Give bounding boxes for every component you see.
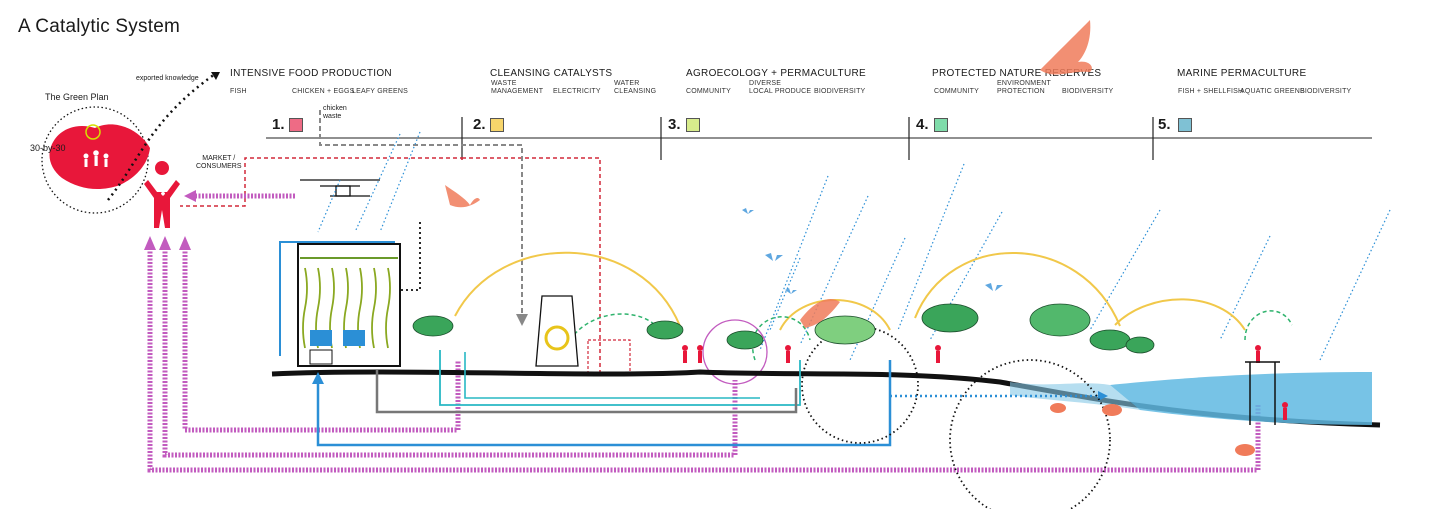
section-title-3: AGROECOLOGY + PERMACULTURE — [686, 68, 866, 79]
arrow-head — [211, 72, 220, 80]
green-plan-label: The Green Plan — [45, 92, 109, 102]
bird-icon — [1040, 20, 1092, 75]
heart-icon — [161, 192, 165, 196]
drone-icon — [300, 179, 380, 197]
section-title-2: CLEANSING CATALYSTS — [490, 68, 613, 79]
section-5-item: AQUATIC GREENS — [1240, 88, 1305, 95]
chicken-waste-label: chicken waste — [323, 105, 347, 120]
arrow-head — [312, 372, 324, 384]
crab-icons — [1050, 403, 1255, 456]
arrow-head — [184, 190, 196, 202]
arrow-heads — [144, 236, 191, 250]
marine-platform — [1245, 361, 1280, 425]
teal-loop-2 — [464, 352, 760, 399]
section-1-item: LEAFY GREENS — [352, 88, 408, 95]
section-5-item: BIODIVERSITY — [1300, 88, 1352, 95]
section-swatch-1 — [289, 118, 303, 132]
agro-focus-circle — [702, 319, 768, 385]
section-title-1: INTENSIVE FOOD PRODUCTION — [230, 68, 392, 79]
page-title: A Catalytic System — [18, 16, 180, 37]
green-plan-circle — [41, 106, 149, 214]
electricity-box — [587, 339, 631, 376]
section-1-item: CHICKEN + EGGS — [292, 88, 355, 95]
section-number-2: 2. — [473, 116, 486, 133]
section-4-item: BIODIVERSITY — [1062, 88, 1114, 95]
bird-icon — [445, 185, 480, 208]
exported-knowledge-label: exported knowledge — [136, 75, 199, 82]
section-1-item: FISH — [230, 88, 247, 95]
thirty-by-thirty-label: 30-by-30 — [30, 143, 66, 153]
sea — [1110, 372, 1372, 425]
section-number-3: 3. — [668, 116, 681, 133]
section-2-item: ELECTRICITY — [553, 88, 601, 95]
section-swatch-2 — [490, 118, 504, 132]
section-title-4: PROTECTED NATURE RESERVES — [932, 68, 1102, 79]
section-2-item: WASTE MANAGEMENT — [491, 80, 544, 95]
energy-arcs — [454, 251, 1246, 331]
arrow-head — [516, 314, 528, 326]
chicken-waste-line — [319, 110, 523, 318]
market-loop-right — [462, 157, 601, 376]
section-4-item: COMMUNITY — [934, 88, 979, 95]
cycle-circles — [801, 326, 1111, 509]
water-loop — [279, 241, 395, 356]
farm-return-loop — [182, 248, 461, 433]
highlight-icon — [85, 124, 101, 140]
arrow-head — [1098, 391, 1108, 401]
butterfly-icons — [742, 208, 1003, 294]
community-figures — [682, 345, 1288, 420]
vertical-farm-building — [297, 243, 401, 367]
family-icon — [83, 150, 109, 167]
section-4-item: ENVIRONMENT PROTECTION — [997, 80, 1051, 95]
cleansing-tower — [535, 295, 579, 367]
section-swatch-5 — [1178, 118, 1192, 132]
bird-icon — [800, 299, 840, 328]
singapore-map — [49, 124, 150, 190]
gray-loop — [375, 370, 798, 414]
water-return-loop — [316, 360, 892, 447]
consumer-figure-icon — [144, 161, 180, 228]
section-number-1: 1. — [272, 116, 285, 133]
section-number-5: 5. — [1158, 116, 1171, 133]
section-swatch-4 — [934, 118, 948, 132]
section-swatch-3 — [686, 118, 700, 132]
section-number-4: 4. — [916, 116, 929, 133]
marine-return-loop — [147, 248, 1261, 473]
trees — [412, 303, 1155, 354]
section-5-item: FISH + SHELLFISH — [1178, 88, 1244, 95]
agro-return-loop — [162, 248, 738, 458]
section-3-item: BIODIVERSITY — [814, 88, 866, 95]
teal-loop — [439, 350, 801, 406]
section-title-5: MARINE PERMACULTURE — [1177, 68, 1307, 79]
exported-knowledge-arrow — [107, 72, 216, 201]
section-2-item: WATER CLEANSING — [614, 80, 657, 95]
section-3-item: DIVERSE LOCAL PRODUCE — [749, 80, 812, 95]
market-consumers-label: MARKET / CONSUMERS — [196, 155, 242, 170]
section-3-item: COMMUNITY — [686, 88, 731, 95]
outflow-line — [400, 222, 421, 291]
